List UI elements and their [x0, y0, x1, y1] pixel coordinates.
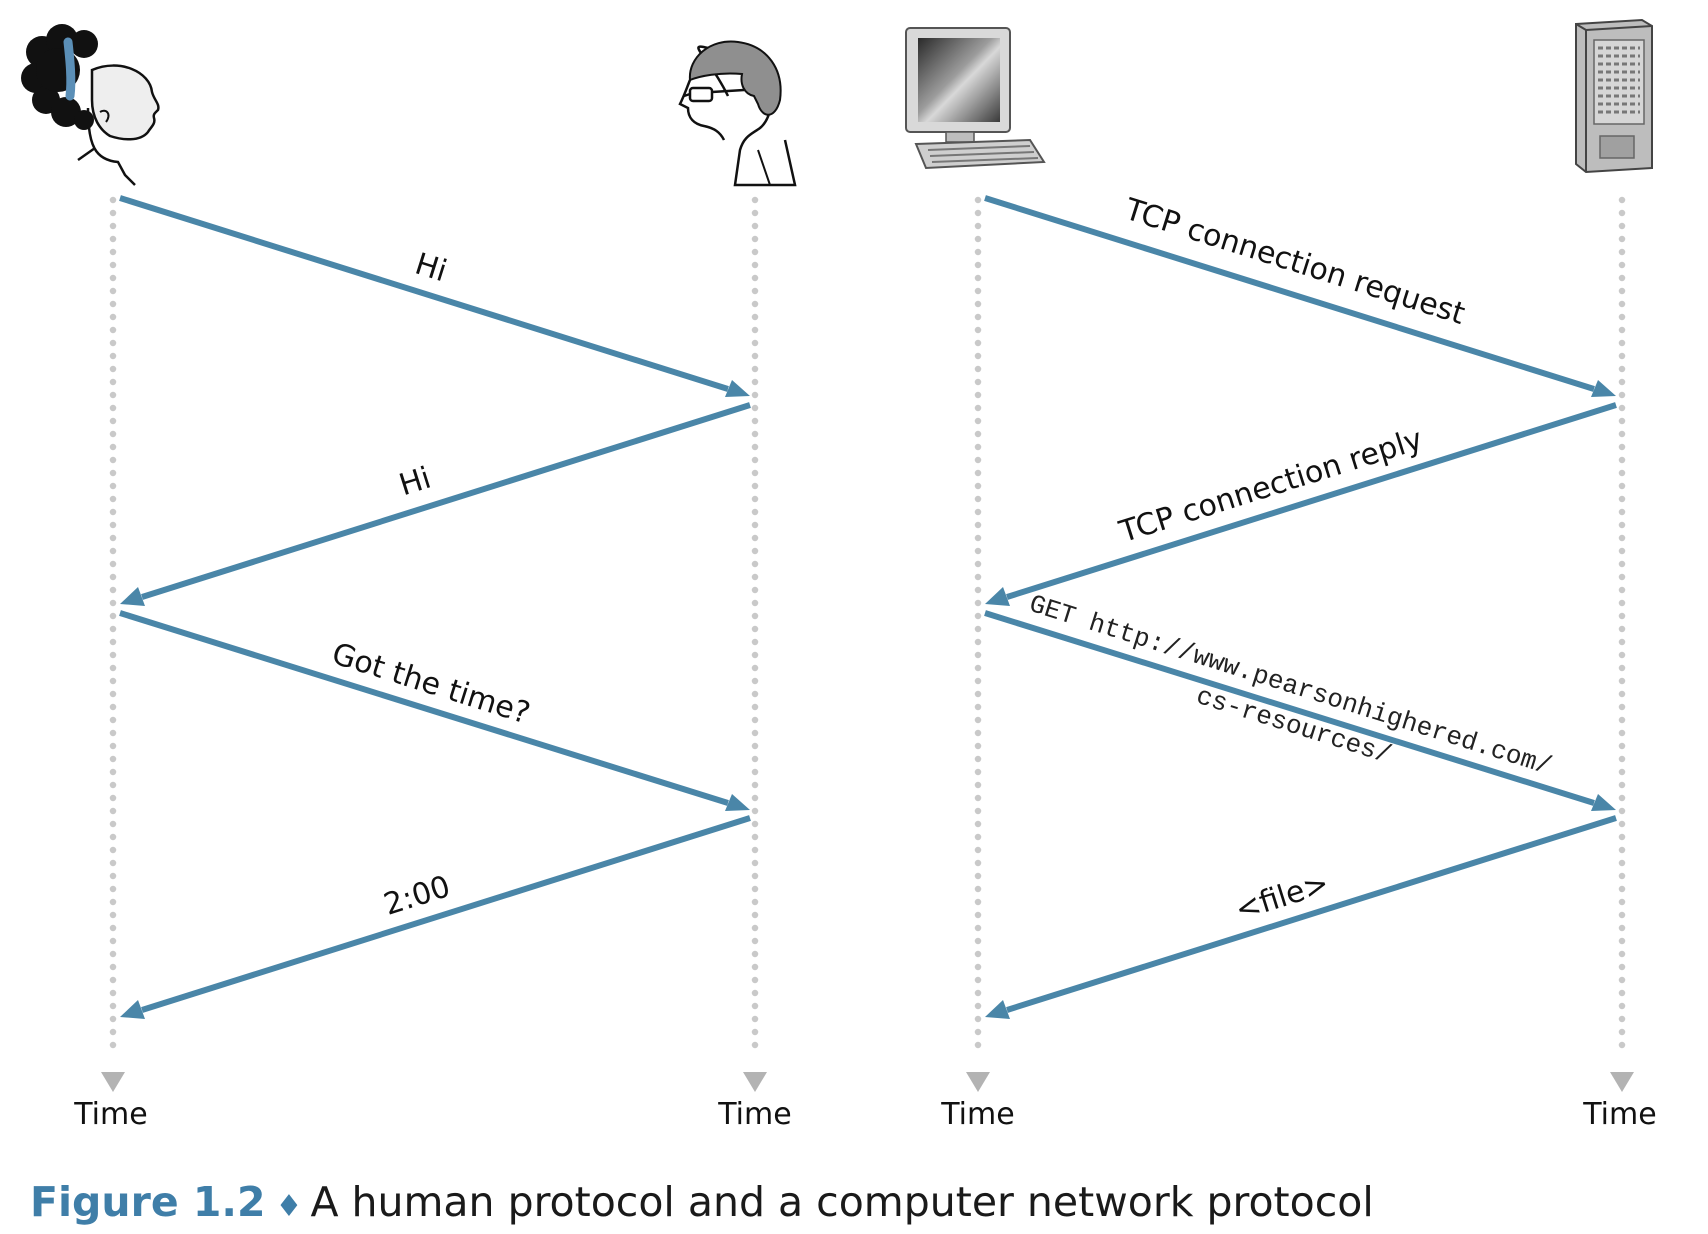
label-tcp-reply: TCP connection reply	[1115, 422, 1427, 550]
man-with-glasses-icon	[678, 40, 797, 187]
label-hi-reply: Hi	[395, 461, 435, 504]
label-file: <file>	[1231, 866, 1333, 928]
timeline-alice	[101, 196, 125, 1092]
label-tcp-request: TCP connection request	[1120, 192, 1469, 332]
arrow-hi-request	[119, 195, 750, 397]
server-tower-icon	[1575, 18, 1653, 174]
time-label-server: Time	[1582, 1097, 1656, 1132]
arrow-time-request	[119, 610, 750, 811]
arrow-hi-reply	[120, 402, 751, 606]
label-hi-request: Hi	[411, 247, 451, 290]
timeline-bob	[743, 196, 767, 1092]
arrow-get-request	[984, 610, 1616, 811]
time-label-bob: Time	[717, 1097, 791, 1132]
timeline-client	[966, 196, 990, 1092]
label-get-url: GET http://www.pearsonhighered.com/	[1026, 589, 1556, 782]
desktop-computer-icon	[905, 27, 1046, 170]
woman-icon	[21, 24, 160, 186]
time-label-alice: Time	[73, 1097, 147, 1132]
caption-text: A human protocol and a computer network …	[310, 1178, 1374, 1226]
figure-number: Figure 1.2	[30, 1178, 266, 1226]
arrow-file-reply	[985, 815, 1617, 1019]
label-got-time: Got the time?	[328, 636, 534, 731]
diamond-separator-icon: ♦	[275, 1189, 303, 1224]
figure-caption: Figure 1.2 ♦A human protocol and a comput…	[30, 1178, 1374, 1226]
time-label-client: Time	[940, 1097, 1014, 1132]
arrow-tcp-reply	[985, 402, 1617, 606]
arrow-tcp-request	[984, 195, 1616, 397]
timeline-server	[1610, 196, 1634, 1092]
arrow-time-reply	[120, 815, 751, 1019]
